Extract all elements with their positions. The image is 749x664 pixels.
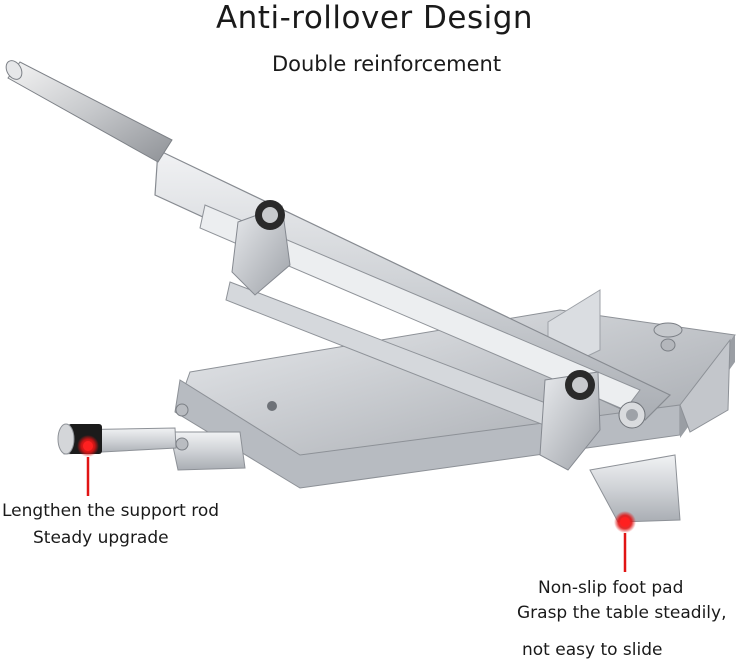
foot-pad-marker xyxy=(614,511,636,572)
screw xyxy=(175,437,189,451)
screw xyxy=(267,401,277,411)
foot-pad-caption-line2: Grasp the table steadily, xyxy=(517,603,727,623)
support-rod xyxy=(57,423,177,455)
foot-pad-caption-line3: not easy to slide xyxy=(522,640,663,660)
support-rod-caption-line2: Steady upgrade xyxy=(33,528,169,548)
page-title: Anti-rollover Design xyxy=(215,0,534,36)
handle xyxy=(5,60,173,163)
support-rod-caption-line1: Lengthen the support rod xyxy=(2,501,220,521)
base-legs xyxy=(169,338,731,523)
rollers xyxy=(255,200,646,429)
screw xyxy=(175,403,189,417)
wing-nut xyxy=(653,322,683,352)
foot-pad-caption-line1: Non-slip foot pad xyxy=(538,578,684,598)
page-subtitle: Double reinforcement xyxy=(271,52,502,76)
support-rod-marker xyxy=(77,435,99,496)
